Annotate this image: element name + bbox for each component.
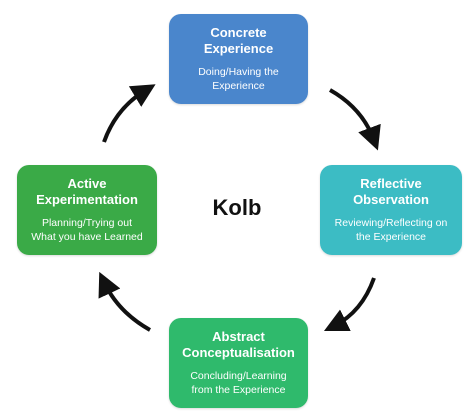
stage-active-experimentation: Active Experimentation Planning/Trying o…	[17, 165, 157, 255]
center-label: Kolb	[212, 195, 262, 220]
stage-abstract-conceptualisation: Abstract Conceptualisation Concluding/Le…	[169, 318, 308, 408]
arrow-active-to-concrete	[102, 84, 156, 143]
stage-description: Planning/Trying out What you have Learne…	[31, 217, 143, 243]
stage-title: Abstract Conceptualisation	[182, 329, 295, 360]
stage-description: Reviewing/Reflecting on the Experience	[334, 217, 448, 243]
stage-concrete-experience: Concrete Experience Doing/Having the Exp…	[169, 14, 308, 104]
arrow-abstract-to-active	[98, 271, 151, 332]
stage-reflective-observation: Reflective Observation Reviewing/Reflect…	[320, 165, 462, 255]
arrow-concrete-to-reflective	[329, 88, 381, 151]
stage-title: Concrete Experience	[203, 25, 274, 56]
arrow-reflective-to-abstract	[323, 277, 376, 332]
stage-description: Doing/Having the Experience	[198, 66, 279, 92]
stage-description: Concluding/Learning from the Experience	[190, 370, 287, 396]
stage-title: Reflective Observation	[353, 176, 429, 207]
stage-title: Active Experimentation	[36, 176, 138, 207]
